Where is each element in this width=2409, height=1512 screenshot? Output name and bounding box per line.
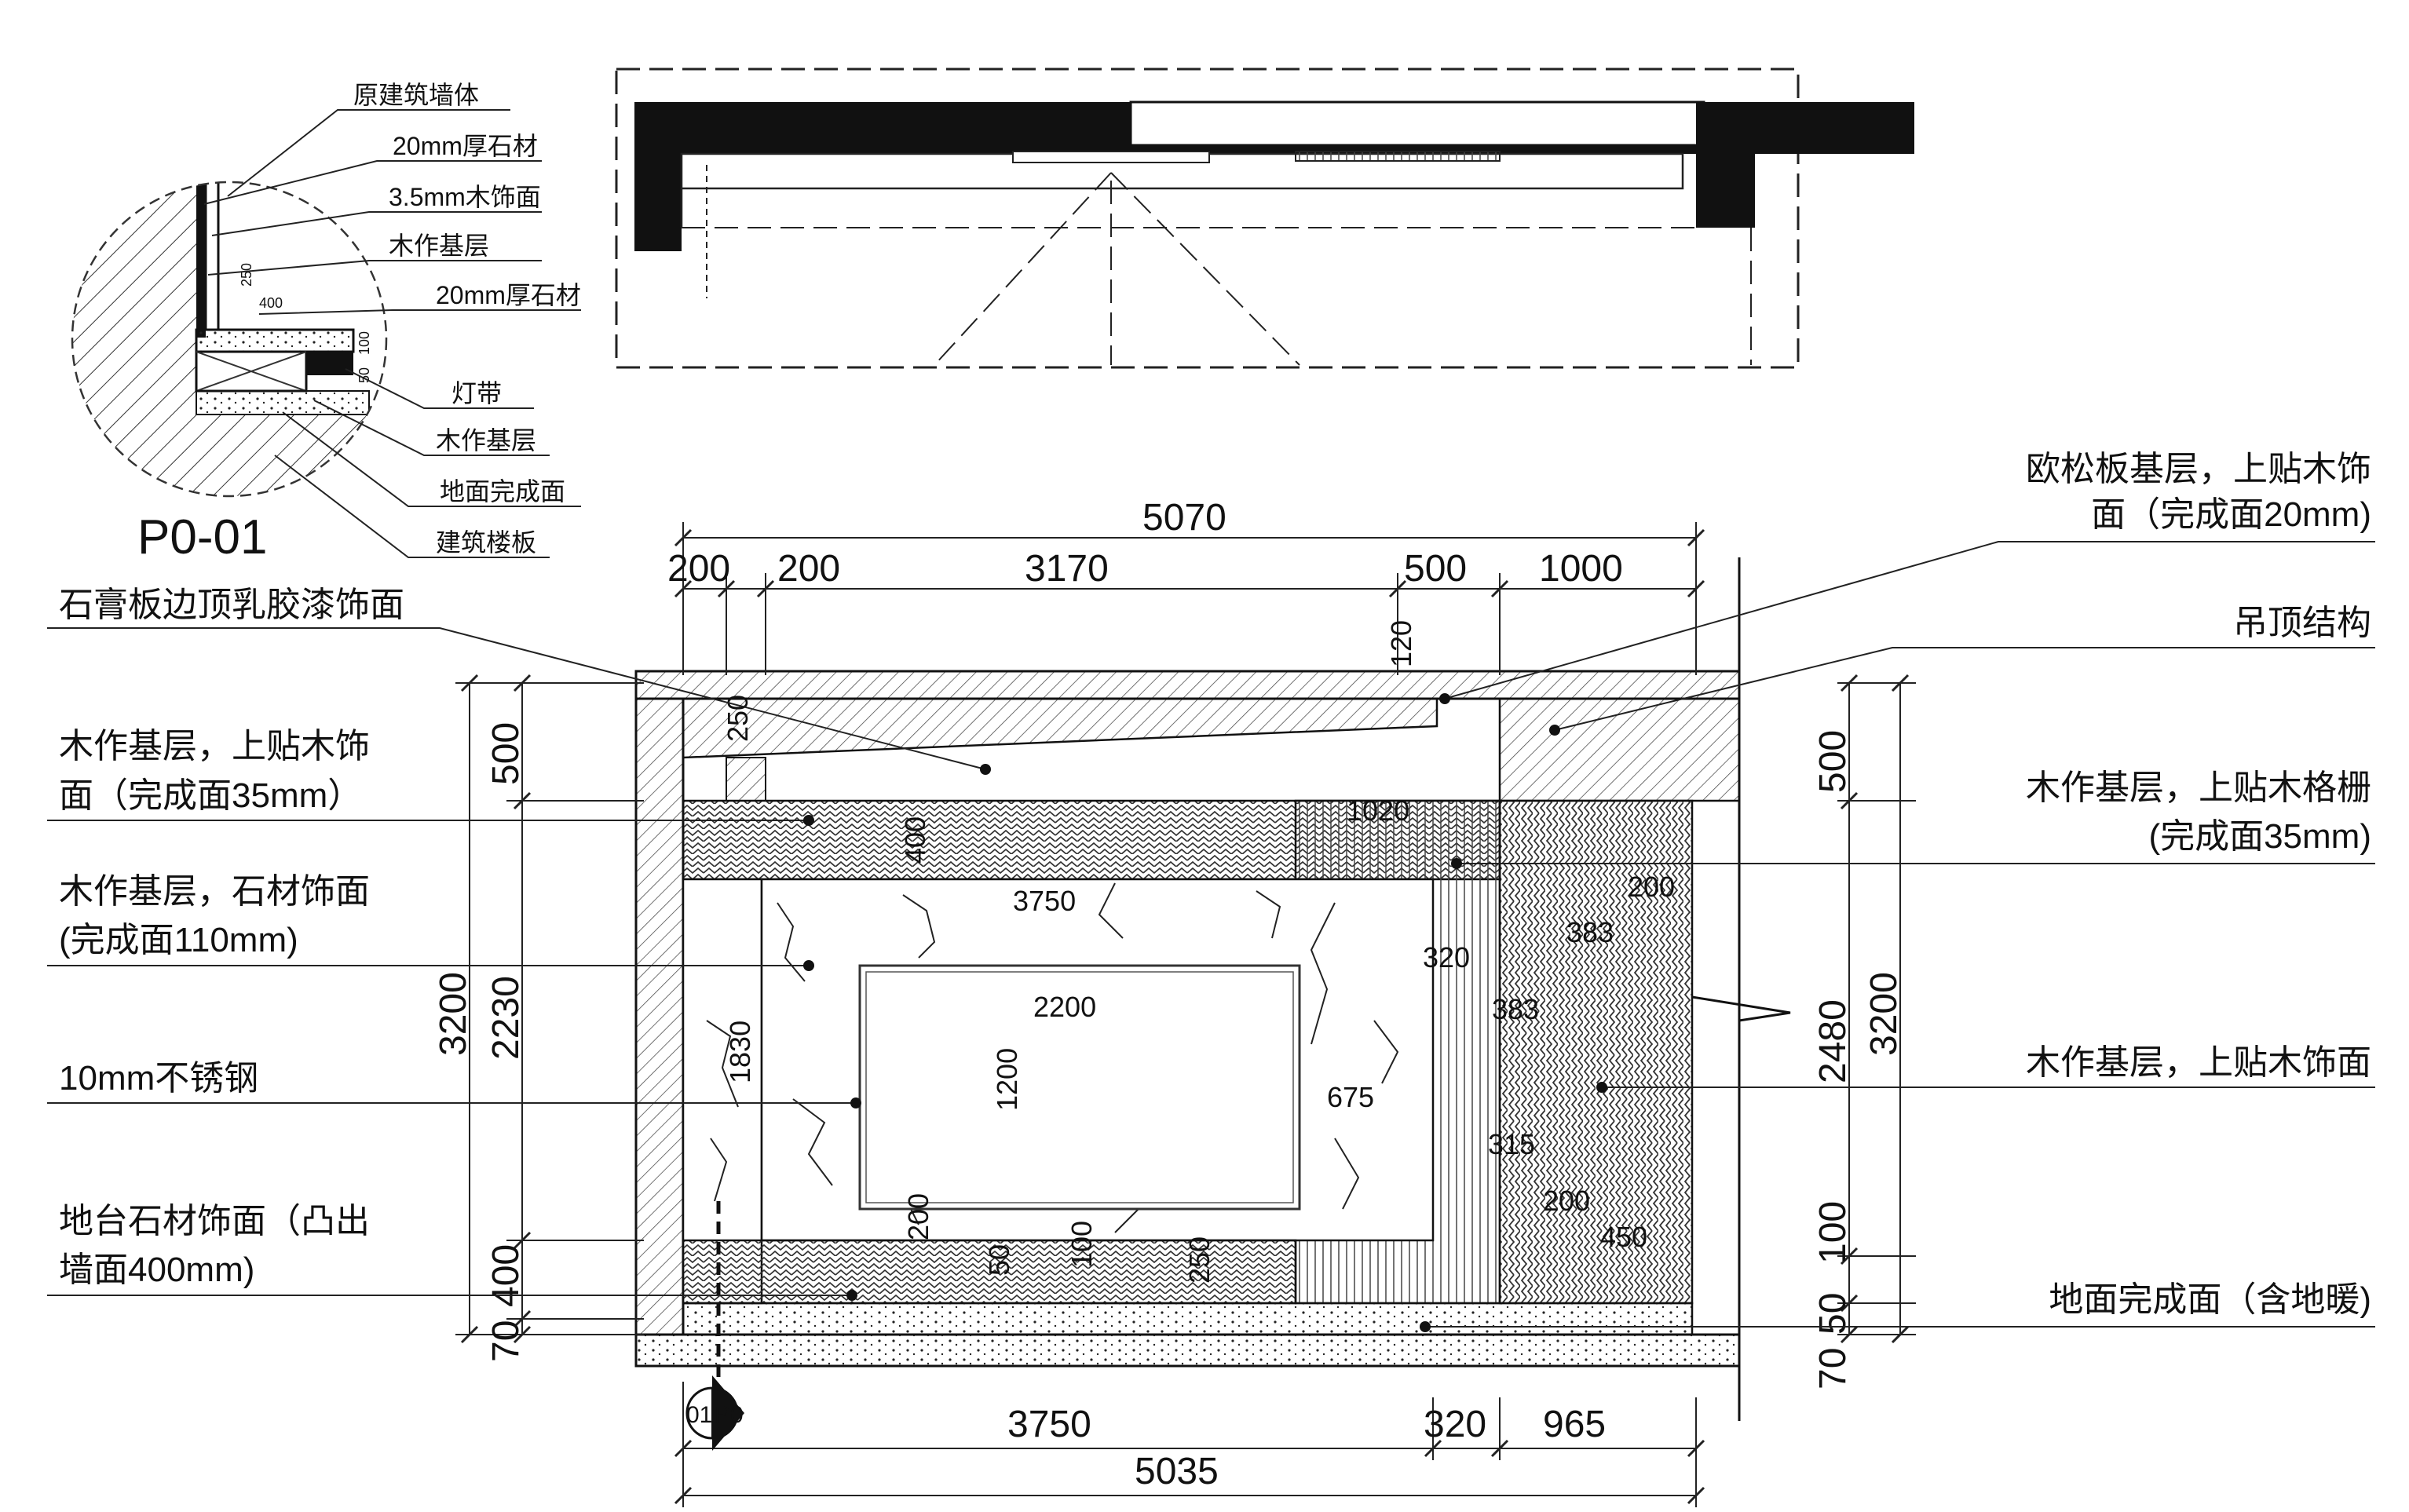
detail-p0-01: 250 400 50 100 原建筑墙体 20mm厚石材 3.5mm木饰面 木作…: [71, 81, 581, 564]
label-stone-110-l1: 木作基层，石材饰面: [59, 872, 370, 911]
dim-left-seg-1: 500: [485, 722, 527, 785]
label-floor-finish: 地面完成面（含地暖): [2049, 1280, 2371, 1319]
section-marker-right: P0: [715, 1402, 744, 1428]
label-dots: [803, 693, 1607, 1332]
dim-inner-50: 50: [983, 1244, 1015, 1276]
label-osb-veneer-l2: 面（完成面20mm): [2091, 495, 2371, 534]
dim-top-seg-5: 1000: [1539, 548, 1623, 590]
label-wood-veneer-35-l1: 木作基层，上贴木饰: [59, 727, 370, 765]
dim-left-seg-3: 400: [485, 1244, 527, 1307]
detail-callout-wood-veneer: 3.5mm木饰面: [389, 183, 541, 211]
dim-left-seg-2: 2230: [485, 976, 527, 1060]
dim-right-seg-3: 100: [1812, 1201, 1854, 1264]
dim-inner-450: 450: [1600, 1221, 1647, 1253]
dim-inner-400: 400: [899, 816, 931, 864]
detail-callout-wood-base: 木作基层: [389, 232, 489, 260]
dim-right-seg-4: 50: [1812, 1293, 1854, 1335]
dim-inner-320: 320: [1423, 941, 1470, 973]
detail-callout-original-wall: 原建筑墙体: [353, 81, 479, 109]
dimension-texts: 5070 200 200 3170 500 1000 3750 320 965 …: [433, 497, 1905, 1492]
right-labels: 欧松板基层，上贴木饰 面（完成面20mm) 吊顶结构 木作基层，上贴木格栅 (完…: [2026, 450, 2371, 1319]
dim-top-seg-4: 500: [1404, 548, 1467, 590]
dim-top-seg-3: 3170: [1025, 548, 1109, 590]
dim-right-seg-2: 2480: [1812, 999, 1854, 1083]
dim-right-seg-1: 500: [1812, 730, 1854, 793]
left-labels: 石膏板边顶乳胶漆饰面 木作基层，上贴木饰 面（完成面35mm） 木作基层，石材饰…: [59, 586, 404, 1289]
dim-inner-315: 315: [1488, 1128, 1535, 1160]
dim-inner-250b: 250: [1183, 1236, 1215, 1284]
dim-right-seg-5: 70: [1812, 1348, 1854, 1390]
detail-callout-light-strip: 灯带: [451, 379, 502, 407]
main-elevation: [634, 557, 1791, 1421]
section-marker-left: 01: [686, 1402, 712, 1428]
dim-inner-100: 100: [1066, 1221, 1098, 1268]
dim-bottom-seg-1: 3750: [1007, 1404, 1091, 1445]
dim-inner-675: 675: [1327, 1081, 1374, 1113]
label-gypsum-ceiling: 石膏板边顶乳胶漆饰面: [59, 586, 404, 624]
label-wood-grille-l2: (完成面35mm): [2148, 817, 2371, 856]
dim-left-overall: 3200: [433, 972, 474, 1056]
dim-inner-1020: 1020: [1347, 794, 1409, 827]
detail-callout-stone-20mm: 20mm厚石材: [393, 132, 538, 160]
detail-dim-50: 50: [356, 367, 372, 383]
dim-inner-3750: 3750: [1013, 885, 1076, 917]
dim-bottom-seg-2: 320: [1424, 1404, 1486, 1445]
section-marker: 01 P0: [685, 1375, 744, 1451]
dim-bottom-overall: 5035: [1135, 1451, 1219, 1492]
detail-callout-floor-finish: 地面完成面: [440, 477, 565, 506]
label-wood-veneer-35-l2: 面（完成面35mm）: [59, 776, 362, 815]
dim-inner-200b: 200: [1543, 1185, 1590, 1217]
dim-inner-120: 120: [1385, 620, 1417, 667]
detail-callout-building-slab: 建筑楼板: [436, 528, 536, 557]
label-ceiling-structure: 吊顶结构: [2233, 604, 2371, 642]
dimension-lines: [455, 522, 1916, 1507]
detail-callout-wood-base-b: 木作基层: [436, 426, 536, 455]
detail-title: P0-01: [137, 510, 267, 564]
dim-top-seg-2: 200: [777, 548, 840, 590]
dim-inner-383b: 383: [1492, 993, 1539, 1025]
dim-inner-200c: 200: [902, 1193, 934, 1240]
detail-callout-stone-20mm-b: 20mm厚石材: [436, 281, 581, 309]
dim-top-seg-1: 200: [667, 548, 730, 590]
detail-dim-400: 400: [259, 295, 283, 311]
label-leaders: [47, 541, 2375, 1328]
label-wood-veneer: 木作基层，上贴木饰面: [2026, 1043, 2371, 1082]
dim-right-overall: 3200: [1863, 972, 1905, 1056]
label-osb-veneer-l1: 欧松板基层，上贴木饰: [2026, 450, 2371, 488]
dim-inner-1200: 1200: [991, 1048, 1023, 1111]
dim-top-overall: 5070: [1142, 497, 1226, 539]
label-stainless-steel: 10mm不锈钢: [59, 1059, 258, 1097]
dim-inner-1830: 1830: [724, 1021, 756, 1083]
dim-inner-383a: 383: [1566, 916, 1614, 948]
detail-dim-100: 100: [356, 331, 372, 355]
label-wood-grille-l1: 木作基层，上贴木格栅: [2026, 769, 2371, 807]
label-platform-stone-l1: 地台石材饰面（凸出: [59, 1202, 370, 1240]
dim-inner-2200: 2200: [1033, 991, 1096, 1023]
ceiling-section-plan: [615, 68, 1914, 369]
dim-inner-200a: 200: [1628, 871, 1675, 903]
label-stone-110-l2: (完成面110mm): [59, 921, 298, 959]
dim-bottom-seg-3: 965: [1543, 1404, 1606, 1445]
dim-left-seg-4: 70: [485, 1320, 527, 1362]
label-platform-stone-l2: 墙面400mm): [59, 1251, 254, 1289]
detail-dim-250: 250: [239, 263, 254, 287]
